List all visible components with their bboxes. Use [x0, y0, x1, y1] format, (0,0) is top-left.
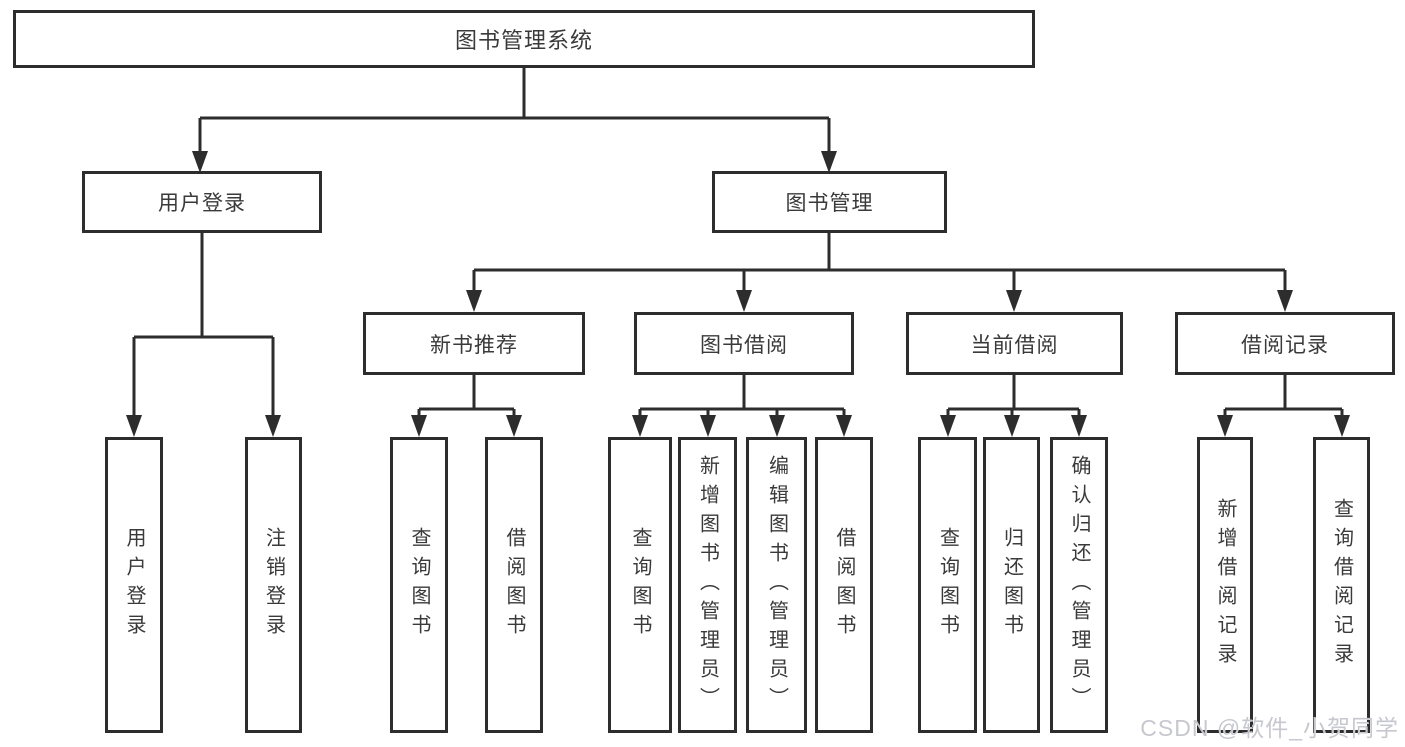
- node-label: 查询图书: [408, 527, 430, 643]
- node-label: 查询图书: [936, 527, 959, 643]
- leaf-recommend-query-books: 查询图书: [390, 437, 448, 733]
- node-label: 图书管理: [785, 192, 874, 215]
- node-book-borrow: 图书借阅: [634, 312, 854, 375]
- node-label: 确认归还（管理员）: [1068, 454, 1090, 716]
- node-borrow-records: 借阅记录: [1175, 312, 1395, 375]
- node-book-management: 图书管理: [712, 171, 947, 233]
- node-current-borrow: 当前借阅: [906, 312, 1123, 375]
- leaf-current-query-books: 查询图书: [918, 437, 977, 733]
- leaf-borrow-query-books: 查询图书: [608, 437, 672, 733]
- leaf-records-query-borrow-record: 查询借阅记录: [1313, 437, 1370, 733]
- node-label: 归还图书: [1000, 527, 1023, 643]
- leaf-borrow-borrow-books: 借阅图书: [815, 437, 873, 733]
- csdn-watermark: CSDN @软件_小贺同学: [1140, 715, 1399, 741]
- leaf-records-add-borrow-record: 新增借阅记录: [1197, 437, 1253, 733]
- node-user-login: 用户登录: [82, 171, 322, 233]
- node-label: 编辑图书（管理员）: [765, 454, 788, 716]
- node-label: 注销登录: [262, 527, 285, 643]
- leaf-logout: 注销登录: [245, 437, 302, 733]
- node-label: 当前借阅: [970, 333, 1059, 357]
- node-label: 借阅图书: [503, 527, 525, 643]
- leaf-borrow-edit-books-admin: 编辑图书（管理员）: [746, 437, 807, 733]
- node-label: 用户登录: [123, 527, 145, 643]
- node-label: 新增借阅记录: [1214, 498, 1236, 672]
- leaf-user-login: 用户登录: [105, 437, 163, 733]
- node-label: 查询图书: [629, 527, 651, 643]
- node-library-management-system: 图书管理系统: [13, 10, 1035, 68]
- node-label: 借阅记录: [1241, 333, 1329, 357]
- node-label: 图书管理系统: [454, 28, 593, 53]
- node-new-book-recommend: 新书推荐: [363, 312, 585, 375]
- leaf-recommend-borrow-books: 借阅图书: [485, 437, 543, 733]
- node-label: 借阅图书: [833, 527, 855, 643]
- node-label: 查询借阅记录: [1330, 498, 1353, 672]
- leaf-current-return-books: 归还图书: [983, 437, 1040, 733]
- node-label: 图书借阅: [700, 333, 788, 357]
- node-label: 新书推荐: [430, 333, 518, 357]
- node-label: 用户登录: [158, 192, 246, 215]
- leaf-borrow-add-books-admin: 新增图书（管理员）: [678, 437, 737, 733]
- node-label: 新增图书（管理员）: [696, 454, 719, 716]
- leaf-current-confirm-return-admin: 确认归还（管理员）: [1050, 437, 1108, 733]
